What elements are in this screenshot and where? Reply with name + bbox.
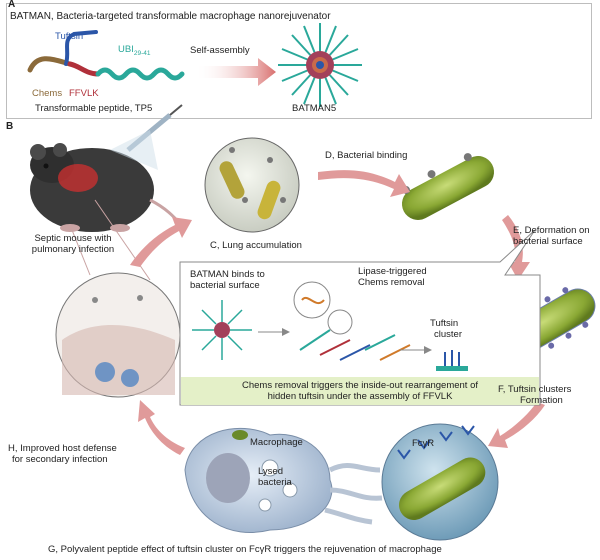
panel-a-box [6,3,592,119]
step-c-label: C, Lung accumulation [210,240,302,251]
step-h-line1: H, Improved host defense [8,443,117,454]
arrow-g-to-h [138,400,185,455]
arrow-f-to-g [488,402,545,448]
cluster-line1: Tuftsin [430,318,459,329]
step-f-line1: F, Tuftsin clusters [498,384,572,395]
step-g-label: G, Polyvalent peptide effect of tuftsin … [48,544,442,555]
fcgr-zoom-circle [381,423,499,541]
lipase-line2: Chems removal [358,277,425,288]
tuftsin-label: Tuftsin [55,31,84,42]
lung-accumulation-circle [204,137,300,233]
self-assembly-label: Self-assembly [190,45,250,56]
macrophage-label: Macrophage [250,437,303,448]
cluster-line2: cluster [434,329,462,340]
step-d-label: D, Bacterial binding [325,150,408,161]
chems-label: Chems [32,88,63,99]
lung-tissue-circle [55,199,181,398]
binds-line2: bacterial surface [190,280,260,291]
macrophage-cell [184,428,383,533]
step-e-line1: E, Deformation on [513,225,590,236]
mouse-label: Septic mouse with pulmonary infection [31,233,115,255]
binds-line1: BATMAN binds to [190,269,265,280]
peptide-tp5-drawing [27,30,185,81]
ubi-label: UBI29-41 [118,44,150,59]
arrow-h-to-c [130,217,192,267]
step-h-line2: for secondary infection [12,454,108,465]
peptide-tp5-label: Transformable peptide, TP5 [35,103,153,114]
rearrange-line2: hidden tuftsin under the assembly of FFV… [267,391,453,402]
batman5-nanoparticle [278,23,362,107]
lipase-line1: Lipase-triggered [358,266,427,277]
bacterium-binding [401,153,495,220]
mouse-illustration [30,143,186,232]
ubi-subscript: 29-41 [133,49,151,57]
panel-a-letter: A [8,0,16,10]
step-e-line2: bacterial surface [513,236,583,247]
fcgr-label: FcγR [412,438,435,449]
panel-a-title: BATMAN, Bacteria-targeted transformable … [10,11,331,22]
arrow-c-to-d [318,170,410,197]
step-f-line2: Formation [520,395,563,406]
batman5-label: BATMAN5 [292,103,337,114]
lysed-line1: Lysed [258,466,283,477]
mechanism-callout [179,229,541,406]
panel-b-letter: B [6,121,14,132]
ffvlk-label: FFVLK [69,88,99,99]
ubi-main: UBI [118,44,134,55]
lysed-line2: bacteria [258,477,292,488]
rearrange-line1: Chems removal triggers the inside-out re… [241,380,479,391]
syringe-icon [110,104,183,170]
self-assembly-arrow [195,58,276,86]
